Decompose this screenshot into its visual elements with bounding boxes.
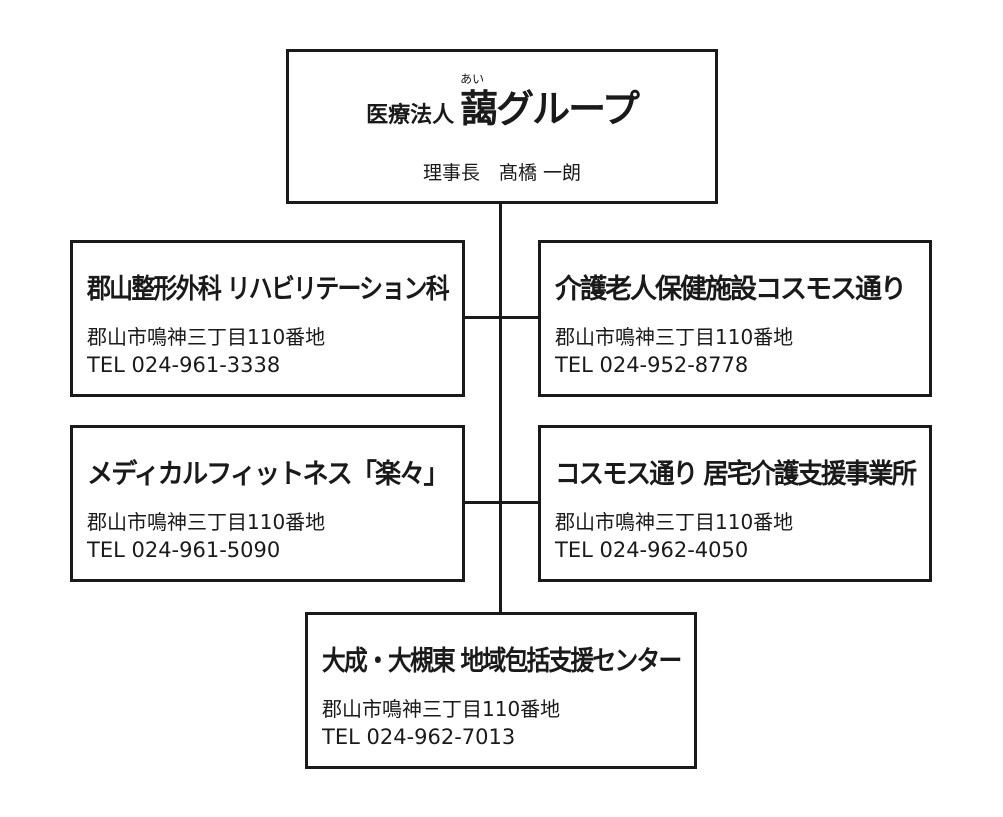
facility-tel: TEL 024-962-7013	[322, 725, 516, 749]
facility-box-orthopedics: 郡山整形外科 リハビリテーション科 郡山市鳴神三丁目110番地 TEL 024-…	[70, 240, 465, 397]
trunk-line	[499, 204, 502, 612]
facility-box-support-center: 大成・大槻東 地域包括支援センター 郡山市鳴神三丁目110番地 TEL 024-…	[305, 612, 697, 769]
facility-title: メディカルフィットネス「楽々」	[87, 459, 450, 490]
group-name-line: 医療法人あい藹グループ	[289, 72, 715, 133]
facility-address: 郡山市鳴神三丁目110番地	[322, 697, 561, 721]
group-name-ruby: あい	[460, 72, 485, 86]
group-name: あい藹グループ	[460, 72, 640, 133]
facility-title: 大成・大槻東 地域包括支援センター	[322, 646, 682, 677]
facility-address: 郡山市鳴神三丁目110番地	[87, 510, 326, 534]
facility-title: 介護老人保健施設コスモス通り	[555, 274, 907, 305]
facility-title: 郡山整形外科 リハビリテーション科	[87, 274, 450, 305]
facility-box-home-care-support: コスモス通り 居宅介護支援事業所 郡山市鳴神三丁目110番地 TEL 024-9…	[538, 425, 932, 582]
facility-tel: TEL 024-952-8778	[555, 353, 749, 377]
chairman-name: 理事長 髙橋 一朗	[422, 162, 582, 184]
group-header-box: 医療法人あい藹グループ 理事長 髙橋 一朗	[286, 49, 718, 204]
branch-line-row2	[465, 501, 538, 504]
facility-address: 郡山市鳴神三丁目110番地	[555, 325, 794, 349]
group-name-kana: グループ	[496, 87, 640, 131]
facility-tel: TEL 024-962-4050	[555, 538, 749, 562]
branch-line-row1	[465, 316, 538, 319]
group-name-kanji: 藹	[460, 87, 498, 131]
facility-title: コスモス通り 居宅介護支援事業所	[555, 459, 917, 490]
facility-box-fitness: メディカルフィットネス「楽々」 郡山市鳴神三丁目110番地 TEL 024-96…	[70, 425, 465, 582]
facility-tel: TEL 024-961-5090	[87, 538, 281, 562]
facility-box-care-facility: 介護老人保健施設コスモス通り 郡山市鳴神三丁目110番地 TEL 024-952…	[538, 240, 932, 397]
facility-address: 郡山市鳴神三丁目110番地	[555, 510, 794, 534]
facility-tel: TEL 024-961-3338	[87, 353, 281, 377]
corporation-type: 医療法人	[366, 103, 455, 128]
facility-address: 郡山市鳴神三丁目110番地	[87, 325, 326, 349]
